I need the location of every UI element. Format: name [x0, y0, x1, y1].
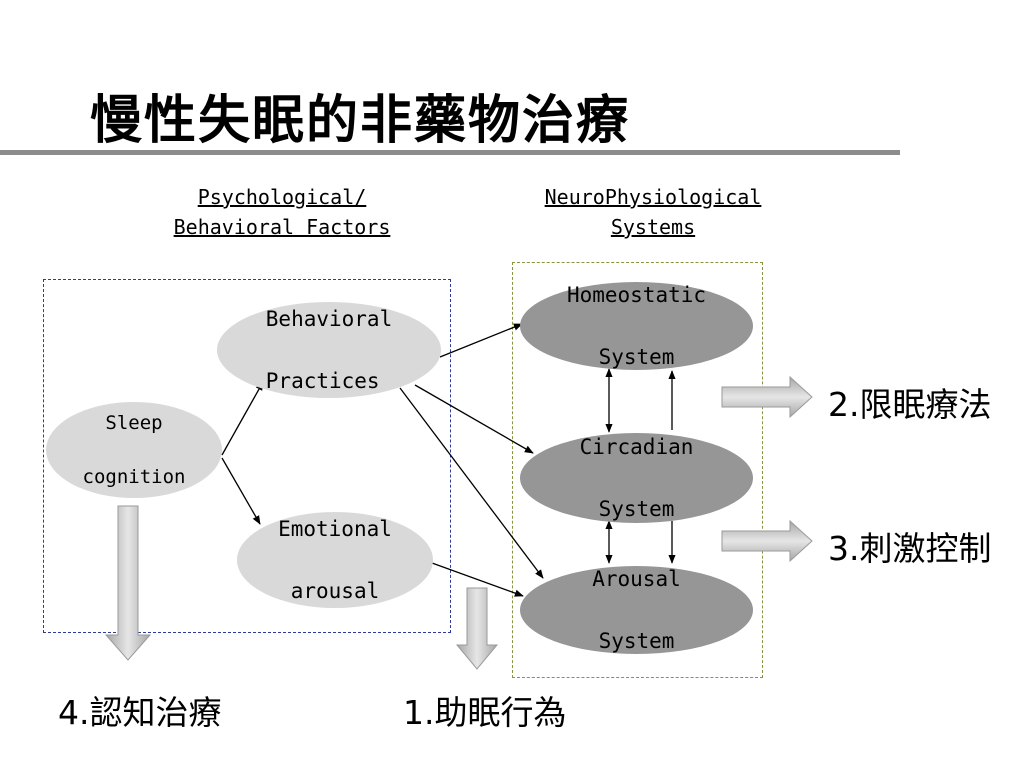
edge-behavioral-to-arousal — [399, 387, 544, 579]
title-divider — [0, 150, 900, 155]
node-arousal-system: Arousal System — [520, 566, 753, 654]
node-circadian-line1: Circadian — [579, 434, 694, 459]
node-arousal-line1: Arousal — [592, 566, 681, 591]
edge-sleep-to-behavioral — [221, 381, 264, 456]
header-psych-line1: Psychological/ — [197, 185, 367, 209]
node-emotional-line1: Emotional — [278, 516, 392, 541]
node-arousal-line2: System — [598, 628, 675, 653]
node-sleep-cognition: Sleep cognition — [46, 402, 222, 498]
node-sleep-cognition-line1: Sleep — [105, 411, 163, 434]
header-neurophysiological: NeuroPhysiological Systems — [530, 182, 776, 242]
down-arrow-cognition — [104, 505, 152, 661]
header-neuro-line2: Systems — [610, 215, 696, 239]
node-emotional-line2: arousal — [290, 578, 380, 603]
header-psych-line2: Behavioral Factors — [173, 215, 391, 239]
treatment-sleep-hygiene: 1.助眠行為 — [403, 693, 567, 732]
node-behavioral-practices: Behavioral Practices — [217, 302, 441, 398]
node-behavioral-line2: Practices — [265, 368, 380, 393]
page-title: 慢性失眠的非藥物治療 — [90, 90, 631, 151]
right-arrow-restriction — [721, 375, 813, 419]
node-behavioral-line1: Behavioral — [265, 306, 393, 331]
node-homeostatic-line1: Homeostatic — [566, 282, 707, 307]
node-sleep-cognition-line2: cognition — [82, 465, 186, 488]
down-arrow-behavior — [455, 587, 499, 670]
edge-behavioral-to-homeostatic — [439, 323, 523, 358]
header-psychological-behavioral: Psychological/ Behavioral Factors — [160, 182, 404, 242]
treatment-sleep-restriction: 2.限眠療法 — [828, 385, 992, 424]
node-emotional-arousal: Emotional arousal — [237, 512, 433, 608]
right-arrow-stimulus — [721, 519, 813, 563]
node-circadian-system: Circadian System — [520, 433, 753, 523]
edge-behavioral-to-circadian — [414, 384, 534, 454]
header-neuro-line1: NeuroPhysiological — [544, 185, 762, 209]
edge-emotional-to-arousal — [431, 562, 524, 597]
treatment-stimulus-control: 3.刺激控制 — [828, 529, 992, 568]
neuro-systems-group — [512, 262, 763, 678]
node-homeostatic-line2: System — [598, 344, 675, 369]
treatment-cognitive-therapy: 4.認知治療 — [58, 693, 222, 732]
node-homeostatic-system: Homeostatic System — [520, 282, 753, 370]
edge-sleep-to-emotional — [221, 457, 261, 525]
node-circadian-line2: System — [598, 496, 675, 521]
